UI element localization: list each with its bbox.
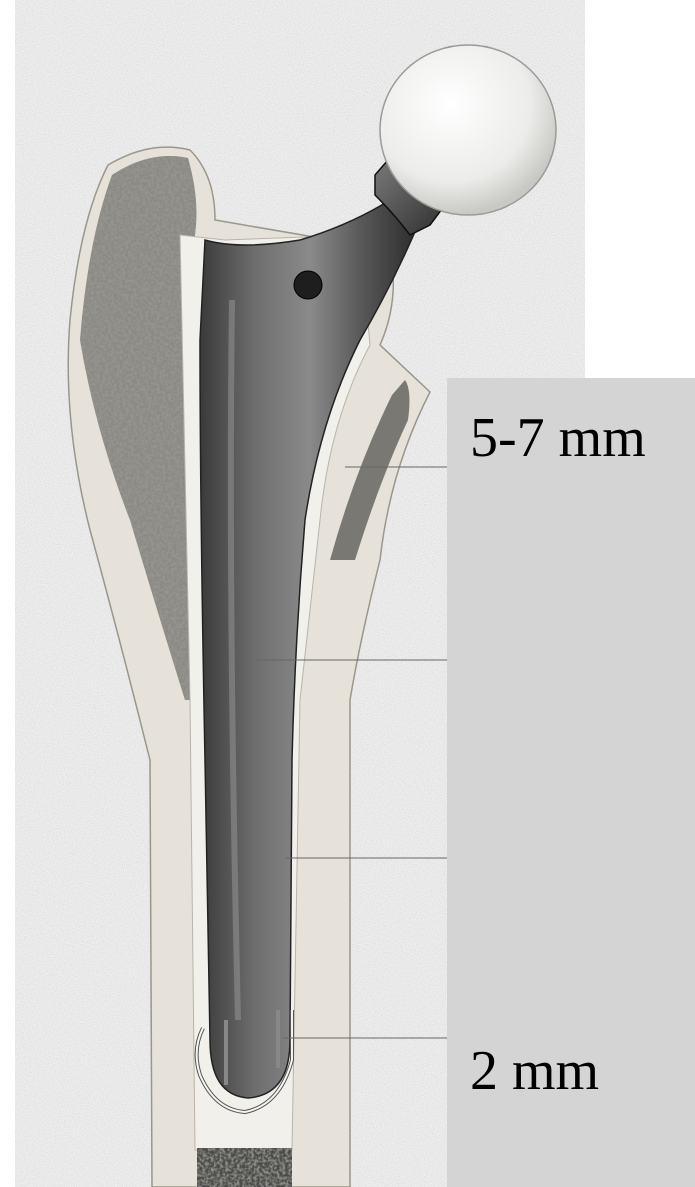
femoral-head-ball [380, 45, 556, 215]
stem-hole [294, 271, 322, 299]
thickness-label-proximal: 5-7 mm [470, 410, 646, 466]
thickness-label-distal: 2 mm [470, 1043, 599, 1099]
